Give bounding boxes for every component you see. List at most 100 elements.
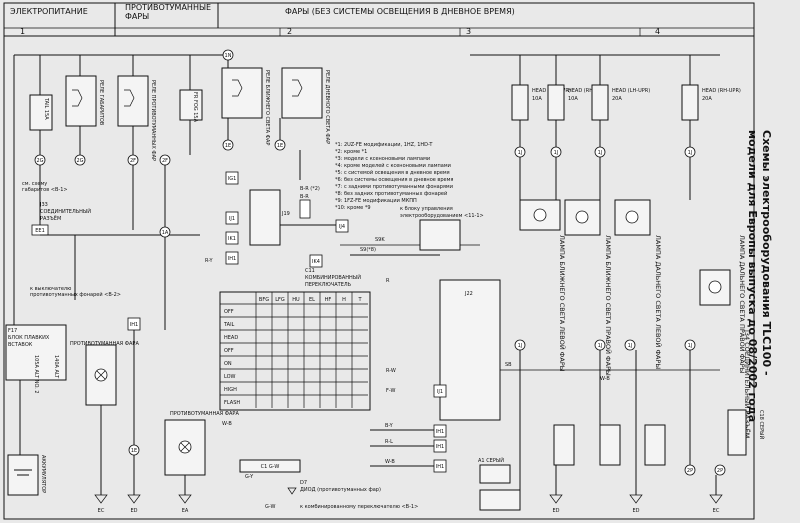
label-c18: C18 СЕРЫЙ: [758, 410, 765, 440]
note-4: *4: кроме моделей с ксеноновыми лампами: [335, 162, 451, 169]
connector-2p-b-label: 2P: [717, 468, 723, 474]
lamp-lh-hi-label: ЛАМПА ДАЛЬНЕГО СВЕТА ЛЕВОЙ ФАРЫ: [654, 235, 663, 369]
relay-drl-label: РЕЛЕ ДНЕВНОГО СВЕТА ФАР: [324, 70, 330, 144]
note-3: *3: модели с ксеноновыми лампами: [335, 156, 430, 162]
header-headlights: ФАРЫ (БЕЗ СИСТЕМЫ ОСВЕЩЕНИЯ В ДНЕВНОЕ ВР…: [285, 7, 515, 16]
junction-j22: [439, 279, 501, 421]
switch-col-header: HF: [325, 297, 332, 303]
fog-lamp-right-label: ПРОТИВОТУМАННАЯ ФАРА: [70, 341, 139, 347]
ground-b-label: ED: [632, 508, 639, 514]
ground-ea-label: EA: [182, 508, 189, 514]
label-diode: ДИОД (противотуманных фар): [300, 487, 381, 493]
connector-ih1-c: [433, 424, 447, 438]
switch-col-header: HU: [292, 297, 300, 303]
connector-c2-green: [599, 424, 621, 466]
label-j19: J19: [281, 211, 290, 217]
fuse-tail-label: TAIL 15A: [43, 97, 49, 120]
relay-tail-label: РЕЛЕ ГАБАРИТОВ: [98, 80, 104, 126]
note-to-fog-switch-1: к выключателю: [30, 286, 71, 292]
label-f17: F17: [8, 328, 17, 334]
connector-ik1-label: IK1: [228, 236, 236, 242]
ground-ed-label: ED: [130, 508, 137, 514]
wire-r: R: [386, 278, 390, 284]
note-1: *1: 2UZ-FE модификации, 1HZ, 1HD-T: [335, 142, 433, 148]
label-fusible-block-2: ВСТАВОК: [8, 342, 33, 348]
diode-symbol: [287, 487, 297, 495]
switch-col-header: H: [342, 297, 346, 303]
label-combination-2: ПЕРЕКЛЮЧАТЕЛЬ: [305, 282, 352, 288]
wire-b-r-2: B-R (*2): [300, 186, 320, 192]
vertical-title: Схемы электрооборудования TLC100 - модел…: [746, 130, 773, 422]
connector-2p-b: [714, 464, 726, 476]
connector-c3-grey: [644, 424, 666, 466]
wire-r-y: R-Y: [205, 258, 213, 264]
connector-ee1-label: EE1: [35, 228, 45, 234]
head-fuse-connector-label: 1J: [518, 150, 523, 156]
title-line1: Схемы электрооборудования TLC100 -: [760, 130, 773, 376]
wire-f-w: F-W: [386, 388, 395, 394]
note-2: *2: кроме *1: [335, 149, 367, 155]
switch-col-header: T: [357, 297, 362, 303]
note-to-fog-switch-2: противотуманных фонарей <B-2>: [30, 291, 121, 298]
connector-2g-b: [74, 154, 86, 166]
head-fuse-rating: 20A: [612, 96, 622, 102]
connector-1j-c-label: 1J: [628, 343, 633, 349]
label-fusible-block-1: БЛОК ПЛАВКИХ: [8, 335, 50, 341]
relay-dim-label: РЕЛЕ БЛИЖНЕГО СВЕТА ФАР: [264, 70, 270, 145]
lamp-rh-hi-label: ЛАМПА ДАЛЬНЕГО СВЕТА ПРАВОЙ ФАРЫ: [738, 235, 747, 374]
switch-row-label: ON: [224, 361, 232, 367]
wire-sb: SB: [505, 362, 512, 368]
connector-2g-label: 2G: [36, 158, 43, 164]
note-to-ecu-2: электрооборудованием <11-1>: [400, 213, 484, 219]
ground-c: [709, 494, 723, 504]
connector-c18: [727, 409, 747, 456]
switch-row-label: TAIL: [223, 322, 235, 328]
label-j33: J33: [39, 202, 48, 208]
connector-ih1-c-label: IH1: [436, 429, 444, 435]
head-fuse: [591, 84, 609, 121]
header-fog-line2: ФАРЫ: [125, 12, 149, 21]
label-combination-1: КОМБИНИРОВАННЫЙ: [305, 274, 361, 281]
head-fuse-connector-label: 1J: [688, 150, 693, 156]
label-c11: C11: [305, 268, 315, 274]
battery-label: АККУМУЛЯТОР: [40, 455, 46, 493]
junction-connector-label: J34 СОЕДИНИТЕЛЬНЫЙ РАЗЪЁМ: [743, 329, 752, 438]
switch-col-header: LFG: [275, 297, 285, 303]
connector-1e-c-label: 1E: [277, 143, 283, 149]
note-5: *5: с системой освещения в дневное время: [335, 169, 450, 176]
label-a1-grey: A1 СЕРЫЙ: [478, 457, 504, 464]
wire-b-y: B-Y: [385, 423, 394, 429]
switch-row-label: HEAD: [224, 335, 238, 341]
head-fuse-name: HEAD (RH-LWR): [568, 88, 608, 94]
label-junction: СОЕДИНИТЕЛЬНЫЙ: [40, 208, 91, 215]
note-tail-ref-2: габаритов <B-1>: [22, 187, 68, 193]
connector-ik4-label: IK4: [312, 259, 320, 265]
wire-s9-hi: S9(*8): [360, 247, 376, 253]
lamp-rh-lo-label: ЛАМПА БЛИЖНЕГО СВЕТА ПРАВОЙ ФАРЫ: [604, 235, 613, 376]
note-10: *10: кроме *9: [335, 205, 371, 211]
connector-1j-d-label: 1J: [688, 343, 693, 349]
connector-1j-b-label: 1J: [598, 343, 603, 349]
connector-ij1-b: [433, 384, 447, 398]
fuse-140a: 140A ALT: [53, 355, 59, 379]
ground-ec-label: EC: [98, 508, 105, 514]
note-9: *9: 1FZ-FE модификации МКПП: [335, 198, 417, 204]
note-6: *6: без системы освещения в дневное врем…: [335, 177, 453, 183]
connector-i5-label: C1 G-W: [261, 464, 280, 470]
column-number-2: 2: [287, 27, 292, 36]
connector-2f-b-label: 2F: [162, 158, 168, 164]
connector-ih1-e-label: IH1: [436, 464, 444, 470]
switch-row-label: HIGH: [224, 387, 237, 393]
note-to-combo-switch: к комбинированному переключателю <B-1>: [300, 504, 418, 510]
connector-1e-b: [222, 139, 234, 151]
connector-1n-label: 1N: [225, 53, 232, 59]
note-7: *7: с задними противотуманными фонарями: [335, 184, 453, 190]
wire-w-b-2: W-B: [385, 459, 395, 465]
connector-1e-b-label: 1E: [225, 143, 231, 149]
label-connector: РАЗЪЁМ: [40, 215, 61, 222]
connector-c2-grey: [553, 424, 575, 466]
wire-w-b: W-B: [222, 421, 232, 427]
switch-col-header: BFG: [259, 297, 269, 303]
